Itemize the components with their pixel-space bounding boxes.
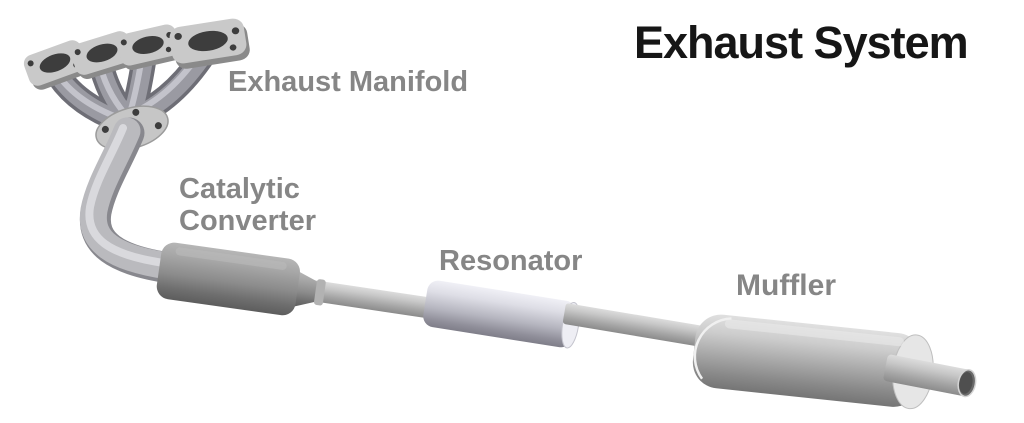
label-catalytic-line2: Converter: [179, 205, 316, 237]
downpipe-graphic: [79, 117, 186, 284]
catalytic-converter-outlet-cone: [293, 271, 321, 307]
label-muffler: Muffler: [736, 269, 836, 302]
muffler-front-crease: [693, 317, 732, 380]
catalytic-converter-highlight: [175, 247, 287, 270]
catalytic-converter-outlet-collar: [314, 279, 326, 306]
muffler-graphic: [692, 314, 934, 410]
manifold-flange-4: [168, 16, 252, 71]
label-catalytic-converter: Catalytic Converter: [179, 173, 316, 237]
tailpipe-graphic: [883, 354, 977, 398]
muffler-highlight: [724, 319, 904, 347]
label-resonator: Resonator: [439, 245, 583, 277]
page-title: Exhaust System: [634, 17, 969, 68]
label-exhaust-manifold: Exhaust Manifold: [228, 66, 469, 98]
catalytic-converter-graphic: [156, 242, 326, 316]
resonator-body: [423, 280, 576, 348]
tailpipe-body: [883, 354, 970, 396]
label-catalytic-line1: Catalytic: [179, 173, 300, 205]
intermediate-pipe-1: [297, 278, 439, 320]
exhaust-manifold-graphic: [21, 16, 252, 284]
tailpipe-opening-inner: [959, 372, 973, 394]
intermediate-pipe-2: [562, 303, 714, 349]
resonator-graphic: [423, 280, 580, 349]
